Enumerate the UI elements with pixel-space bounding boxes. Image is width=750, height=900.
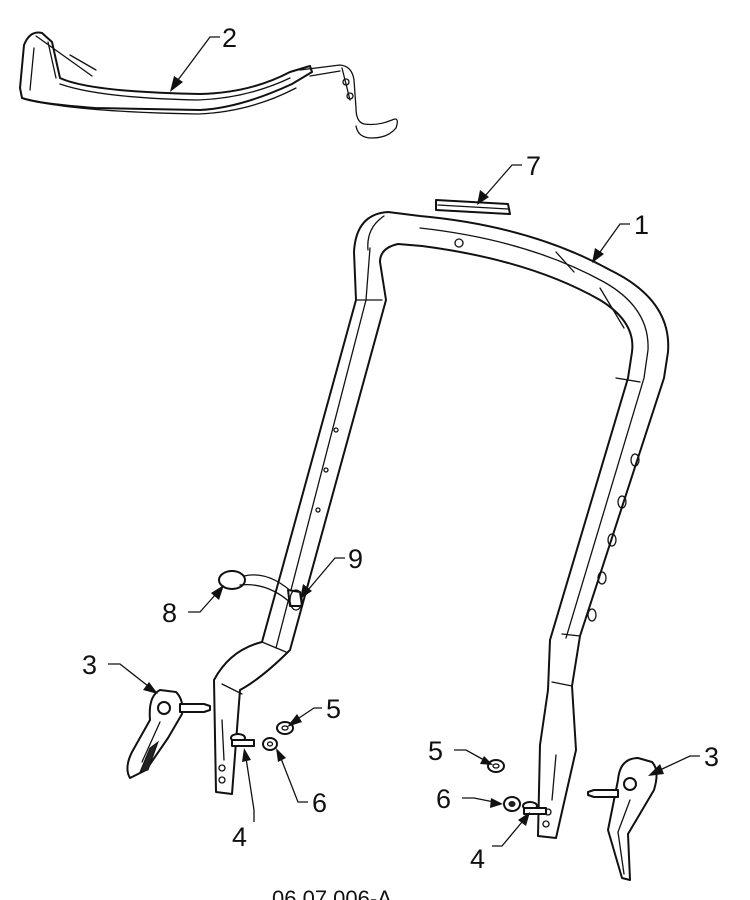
callout-3-right: 3	[704, 742, 719, 772]
callout-9: 9	[348, 544, 363, 574]
callout-3-left: 3	[82, 650, 97, 680]
part-6-right-washer	[503, 796, 521, 812]
part-2-upper-handle	[19, 31, 398, 139]
part-6-left-washer	[262, 737, 278, 751]
part-9-cable-clip	[287, 589, 303, 611]
callout-8: 8	[162, 598, 177, 628]
callout-7: 7	[526, 151, 541, 181]
callout-2: 2	[222, 23, 237, 53]
part-7-decal	[435, 199, 511, 215]
callout-1: 1	[634, 210, 649, 240]
part-3-right-knob	[587, 757, 658, 881]
callout-labels: 2 7 1 9 8 3 3 5 5 6 6 4 4	[82, 23, 719, 874]
part-5-right-nut	[487, 759, 505, 773]
leader-lines	[108, 36, 700, 847]
part-1-lower-handle	[213, 211, 670, 839]
callout-4-left: 4	[232, 822, 247, 852]
callout-4-right: 4	[470, 844, 485, 874]
part-3-left-knob	[126, 689, 211, 779]
part-4-left-bolt	[230, 733, 255, 747]
callout-5-right: 5	[428, 736, 443, 766]
callout-6-right: 6	[436, 784, 451, 814]
callout-6-left: 6	[312, 788, 327, 818]
callout-5-left: 5	[326, 694, 341, 724]
drawing-code: 06 07 006-A	[272, 886, 392, 900]
